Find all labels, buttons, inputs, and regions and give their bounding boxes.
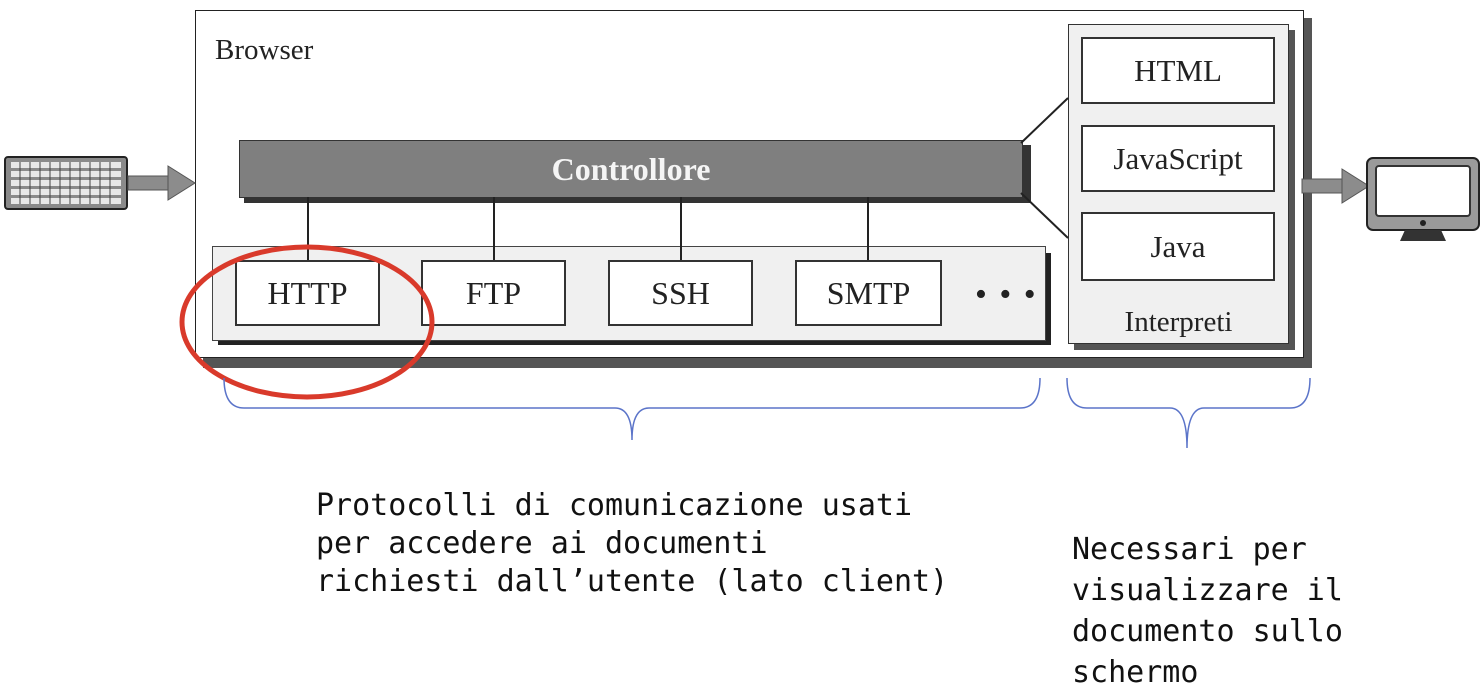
protocol-http-box: HTTP (235, 260, 380, 326)
input-arrow (127, 165, 196, 201)
interpreter-javascript-box: JavaScript (1081, 125, 1275, 192)
connector-interpreters-top (1020, 97, 1069, 144)
protocols-brace (223, 377, 1041, 441)
connector-interpreters-bottom (1020, 192, 1069, 239)
http-highlight-circle (179, 244, 435, 400)
interpreter-html-box: HTML (1081, 37, 1275, 104)
controller-box: Controllore (239, 140, 1023, 198)
interpreters-label: Interpreti (1124, 306, 1233, 338)
keyboard-icon (4, 156, 128, 210)
controller-connectors (307, 97, 1069, 260)
browser-title: Browser (215, 34, 314, 66)
protocol-ssh-box: SSH (608, 260, 753, 326)
monitor-icon (1366, 157, 1480, 241)
more-protocols-ellipsis: • • • (975, 276, 1038, 313)
interpreters-caption: Necessari per visualizzare il documento … (1072, 532, 1343, 690)
protocol-ftp-box: FTP (421, 260, 566, 326)
protocol-smtp-box: SMTP (795, 260, 942, 326)
output-arrow (1301, 168, 1370, 204)
interpreter-java-box: Java (1081, 212, 1275, 281)
protocols-caption: Protocolli di comunicazione usati per ac… (316, 488, 949, 599)
interpreters-brace (1066, 377, 1311, 449)
